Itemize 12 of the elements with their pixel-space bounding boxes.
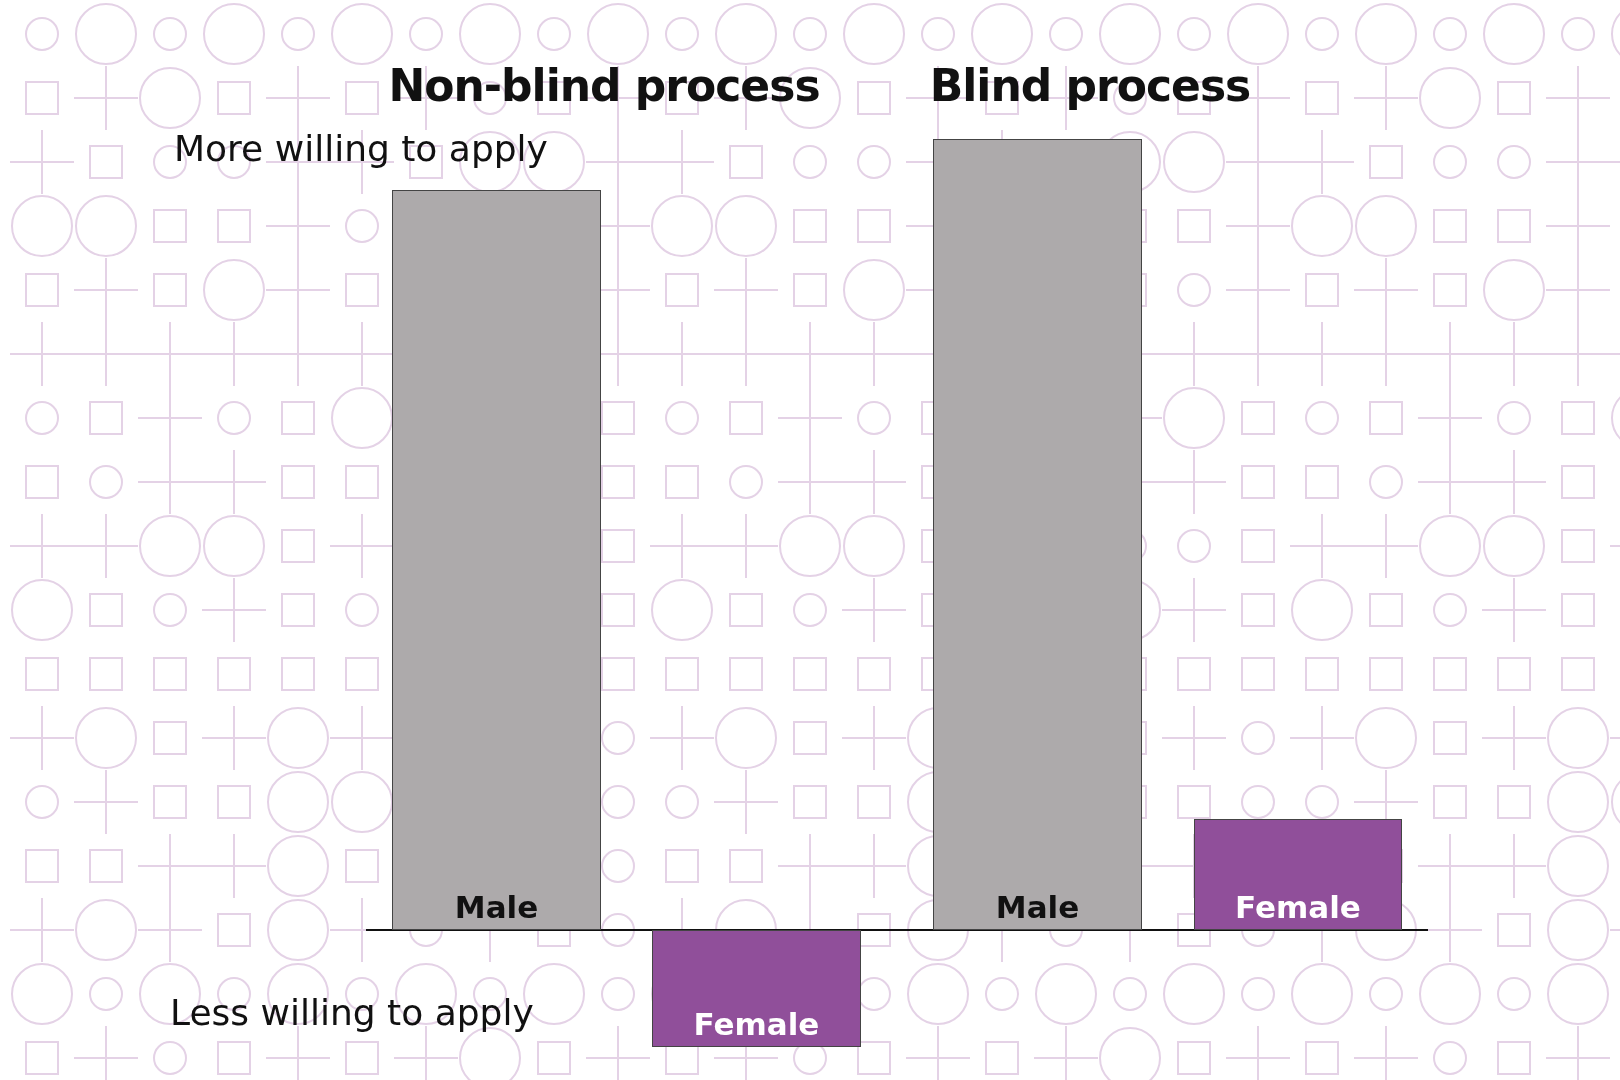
- bar: [933, 139, 1142, 930]
- bar-label: Female: [693, 1009, 820, 1044]
- bar-label: Male: [454, 892, 539, 927]
- bar: [1194, 819, 1402, 930]
- bar: [392, 190, 601, 930]
- bar-label: Female: [1235, 892, 1361, 927]
- panel-title: Blind process: [929, 60, 1251, 111]
- axis-label: Less willing to apply: [170, 992, 534, 1033]
- bar: [652, 930, 861, 1047]
- axis-label: More willing to apply: [174, 128, 548, 169]
- bar-label: Male: [995, 892, 1080, 927]
- panel-title: Non-blind process: [388, 60, 820, 111]
